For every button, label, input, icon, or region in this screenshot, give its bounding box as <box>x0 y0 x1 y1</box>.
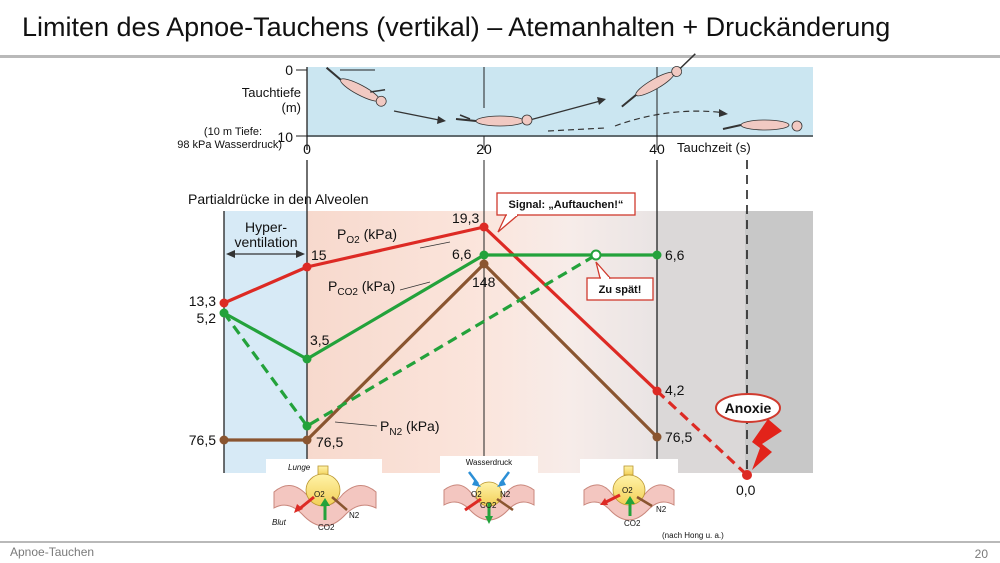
depth-note-line1: (10 m Tiefe: <box>204 126 262 138</box>
pn2-point-t20 <box>479 259 489 269</box>
pco2-value-t0: 3,5 <box>310 332 330 348</box>
decline-zone <box>657 211 745 473</box>
diver-ascending-icon <box>621 53 696 108</box>
depth-tick-0: 0 <box>285 62 293 78</box>
time-tick-0: 0 <box>303 141 311 157</box>
blut-label: Blut <box>272 518 287 527</box>
slide-title: Limiten des Apnoe-Tauchens (vertikal) – … <box>22 12 891 42</box>
anoxia-callout: Anoxie <box>715 393 782 470</box>
end-value: 0,0 <box>736 482 756 498</box>
pco2-value-t20: 6,6 <box>452 246 472 262</box>
pn2-series-label: PN2 (kPa) <box>380 418 439 438</box>
pco2-point-too-late <box>590 249 602 261</box>
signal-callout: Signal: „Auftauchen!“ <box>496 192 636 233</box>
depth-tick-10: 10 <box>277 129 293 145</box>
lung-diagram-pressure: Wasserdruck O2 CO2 N2 <box>440 456 538 526</box>
wasserdruck-label: Wasserdruck <box>466 458 513 467</box>
diver-descending-icon <box>325 66 387 107</box>
po2-series-line-dashed <box>655 389 749 477</box>
footer-section-label: Apnoe-Tauchen <box>10 545 95 559</box>
svg-text:N2: N2 <box>500 490 511 499</box>
po2-series-line <box>223 225 659 393</box>
po2-point-end <box>742 470 752 480</box>
lung-diagram-ascent: O2 CO2 N2 <box>580 459 678 529</box>
hyperventilation-label-2: ventilation <box>234 234 297 250</box>
pco2-point-start <box>219 308 229 318</box>
pn2-value-t40: 76,5 <box>665 429 692 445</box>
signal-callout-text: Signal: „Auftauchen!“ <box>509 199 624 211</box>
water-depth-panel <box>307 67 813 137</box>
po2-value-t20: 19,3 <box>452 210 479 226</box>
title-divider <box>0 55 1000 58</box>
depth-label: Tauchtiefe <box>242 85 301 100</box>
time-tick-40: 40 <box>649 141 665 157</box>
hyperventilation-zone <box>224 211 307 473</box>
po2-point-t40 <box>652 386 662 396</box>
pn2-point-start <box>219 435 229 445</box>
po2-value-start: 13,3 <box>189 293 216 309</box>
path-descent <box>393 110 445 122</box>
path-ascent <box>525 99 605 122</box>
page-number: 20 <box>974 547 988 561</box>
po2-point-t0 <box>302 262 312 272</box>
svg-text:PO2 (kPa): PO2 (kPa) <box>337 226 397 246</box>
time-tick-20: 20 <box>476 141 492 157</box>
anoxia-label: Anoxie <box>725 400 772 416</box>
hyperventilation-label-1: Hyper- <box>245 219 287 235</box>
pn2-value-start: 76,5 <box>189 432 216 448</box>
pco2-value-t40: 6,6 <box>665 247 685 263</box>
path-too-late <box>614 110 726 127</box>
pco2-series-line <box>223 253 657 361</box>
source-note: (nach Hong u. a.) <box>662 531 724 540</box>
anoxia-zone <box>745 211 813 473</box>
footer-divider <box>0 541 1000 543</box>
svg-text:O2: O2 <box>314 490 325 499</box>
too-late-callout: Zu spät! <box>586 261 654 301</box>
too-late-callout-text: Zu spät! <box>599 284 642 296</box>
po2-point-start <box>219 298 229 308</box>
lung-diagram-normal: Lunge Blut O2 CO2 N2 <box>266 459 382 543</box>
svg-text:N2: N2 <box>656 505 667 514</box>
pco2-value-start: 5,2 <box>197 310 217 326</box>
pn2-series-line <box>224 262 659 442</box>
svg-text:CO2: CO2 <box>624 519 641 528</box>
pco2-point-t40 <box>652 250 662 260</box>
depth-note-line2: 98 kPa Wasserdruck) <box>177 139 282 151</box>
svg-text:CO2: CO2 <box>480 501 497 510</box>
svg-text:PN2 (kPa): PN2 (kPa) <box>380 418 439 438</box>
po2-value-t0: 15 <box>311 247 327 263</box>
pco2-point-hyper-t0 <box>302 421 312 431</box>
svg-text:O2: O2 <box>471 490 482 499</box>
po2-series-label: PO2 (kPa) <box>337 226 397 246</box>
svg-text:O2: O2 <box>622 486 633 495</box>
svg-text:PCO2 (kPa): PCO2 (kPa) <box>328 278 395 298</box>
lightning-icon <box>752 419 782 470</box>
diver-unconscious-icon <box>722 119 803 132</box>
time-axis-label: Tauchzeit (s) <box>677 140 751 155</box>
po2-point-t20 <box>479 222 489 232</box>
alveolar-chart-title: Partialdrücke in den Alveolen <box>188 191 369 207</box>
pn2-point-t0 <box>302 435 312 445</box>
svg-text:CO2: CO2 <box>318 523 335 532</box>
pn2-value-t20: 148 <box>472 274 496 290</box>
lunge-label: Lunge <box>288 463 311 472</box>
diver-bottom-icon <box>455 114 533 127</box>
pco2-point-t20 <box>479 250 489 260</box>
pn2-value-t0: 76,5 <box>316 434 343 450</box>
pco2-series-label: PCO2 (kPa) <box>328 278 395 298</box>
svg-text:N2: N2 <box>349 511 360 520</box>
pn2-point-t40 <box>652 432 662 442</box>
po2-value-t40: 4,2 <box>665 382 685 398</box>
depth-unit-label: (m) <box>282 100 302 115</box>
pco2-point-t0 <box>302 354 312 364</box>
